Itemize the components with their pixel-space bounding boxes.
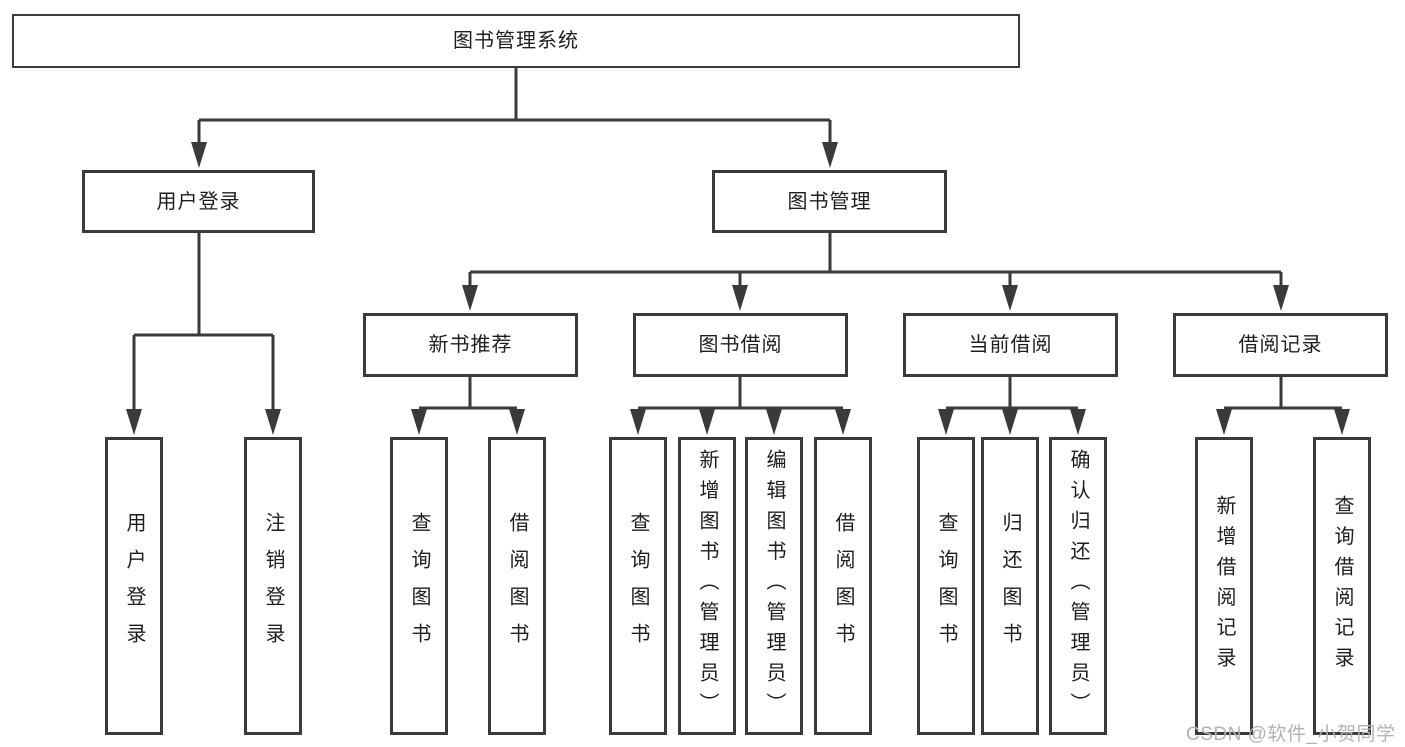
- arrowhead: [766, 409, 782, 435]
- connector-current-borrowing: [946, 377, 1078, 410]
- leaf-borrowing-borrow-books: 借阅图书: [814, 437, 872, 735]
- node-book-management: 图书管理: [712, 170, 947, 233]
- leaf-recommend-borrow-books: 借阅图书: [488, 437, 546, 735]
- node-label: 归还图书: [999, 512, 1021, 660]
- arrowhead: [126, 409, 142, 435]
- arrowhead: [1334, 409, 1350, 435]
- node-label: 当前借阅: [968, 334, 1053, 356]
- arrowheads: [126, 142, 1350, 435]
- node-current-borrowing: 当前借阅: [903, 313, 1118, 377]
- node-label: 注销登录: [262, 512, 284, 660]
- node-label: 查询借阅记录: [1331, 494, 1353, 678]
- node-label: 新增图书（管理员）: [696, 449, 718, 723]
- arrowhead: [938, 409, 954, 435]
- leaf-user-login: 用户登录: [105, 437, 163, 735]
- arrowhead: [1216, 409, 1232, 435]
- leaf-borrowing-query-books: 查询图书: [609, 437, 667, 735]
- node-label: 图书借阅: [698, 334, 783, 356]
- watermark: CSDN @软件_小贺同学: [1186, 724, 1396, 745]
- connector-new-book-recommendation: [419, 377, 517, 410]
- connector-book-management: [468, 233, 1283, 288]
- arrowhead: [1002, 285, 1018, 311]
- arrowhead: [411, 409, 427, 435]
- node-label: 借阅图书: [832, 512, 854, 660]
- node-label: 借阅图书: [506, 512, 528, 660]
- arrowhead: [1273, 285, 1289, 311]
- node-label: 图书管理: [787, 190, 872, 213]
- node-label: 用户登录: [123, 512, 145, 660]
- leaf-current-return-books: 归还图书: [981, 437, 1039, 735]
- leaf-records-add-borrow-record: 新增借阅记录: [1195, 437, 1253, 735]
- arrowhead: [822, 142, 838, 168]
- connector-user-login: [132, 233, 275, 412]
- node-label: 查询图书: [627, 512, 649, 660]
- connector-borrowing-records: [1224, 377, 1342, 410]
- node-label: 图书管理系统: [453, 30, 579, 52]
- node-label: 新书推荐: [428, 334, 513, 356]
- node-label: 查询图书: [935, 512, 957, 660]
- node-label: 借阅记录: [1238, 334, 1323, 356]
- arrowhead: [462, 285, 478, 311]
- leaf-current-confirm-return-admin: 确认归还（管理员）: [1049, 437, 1107, 735]
- node-user-login: 用户登录: [82, 170, 315, 233]
- node-label: 新增借阅记录: [1213, 494, 1235, 678]
- arrowhead: [265, 409, 281, 435]
- node-label: 查询图书: [408, 512, 430, 660]
- node-label: 用户登录: [156, 190, 241, 213]
- node-new-book-recommendation: 新书推荐: [363, 313, 578, 377]
- arrowhead: [835, 409, 851, 435]
- leaf-borrowing-add-books-admin: 新增图书（管理员）: [678, 437, 736, 735]
- arrowhead: [630, 409, 646, 435]
- leaf-records-query-borrow-record: 查询借阅记录: [1313, 437, 1371, 735]
- arrowhead: [1070, 409, 1086, 435]
- arrowhead: [699, 409, 715, 435]
- node-label: 编辑图书（管理员）: [763, 449, 785, 723]
- leaf-logout-login: 注销登录: [244, 437, 302, 735]
- connector-book-borrowing: [638, 377, 843, 410]
- connector-root: [197, 68, 832, 146]
- node-label: 确认归还（管理员）: [1067, 449, 1089, 723]
- arrowhead: [1002, 409, 1018, 435]
- node-book-borrowing: 图书借阅: [633, 313, 848, 377]
- node-library-management-system: 图书管理系统: [12, 14, 1020, 68]
- node-borrowing-records: 借阅记录: [1173, 313, 1388, 377]
- arrowhead: [191, 142, 207, 168]
- arrowhead: [509, 409, 525, 435]
- leaf-borrowing-edit-books-admin: 编辑图书（管理员）: [745, 437, 803, 735]
- leaf-current-query-books: 查询图书: [917, 437, 975, 735]
- leaf-recommend-query-books: 查询图书: [390, 437, 448, 735]
- arrowhead: [732, 285, 748, 311]
